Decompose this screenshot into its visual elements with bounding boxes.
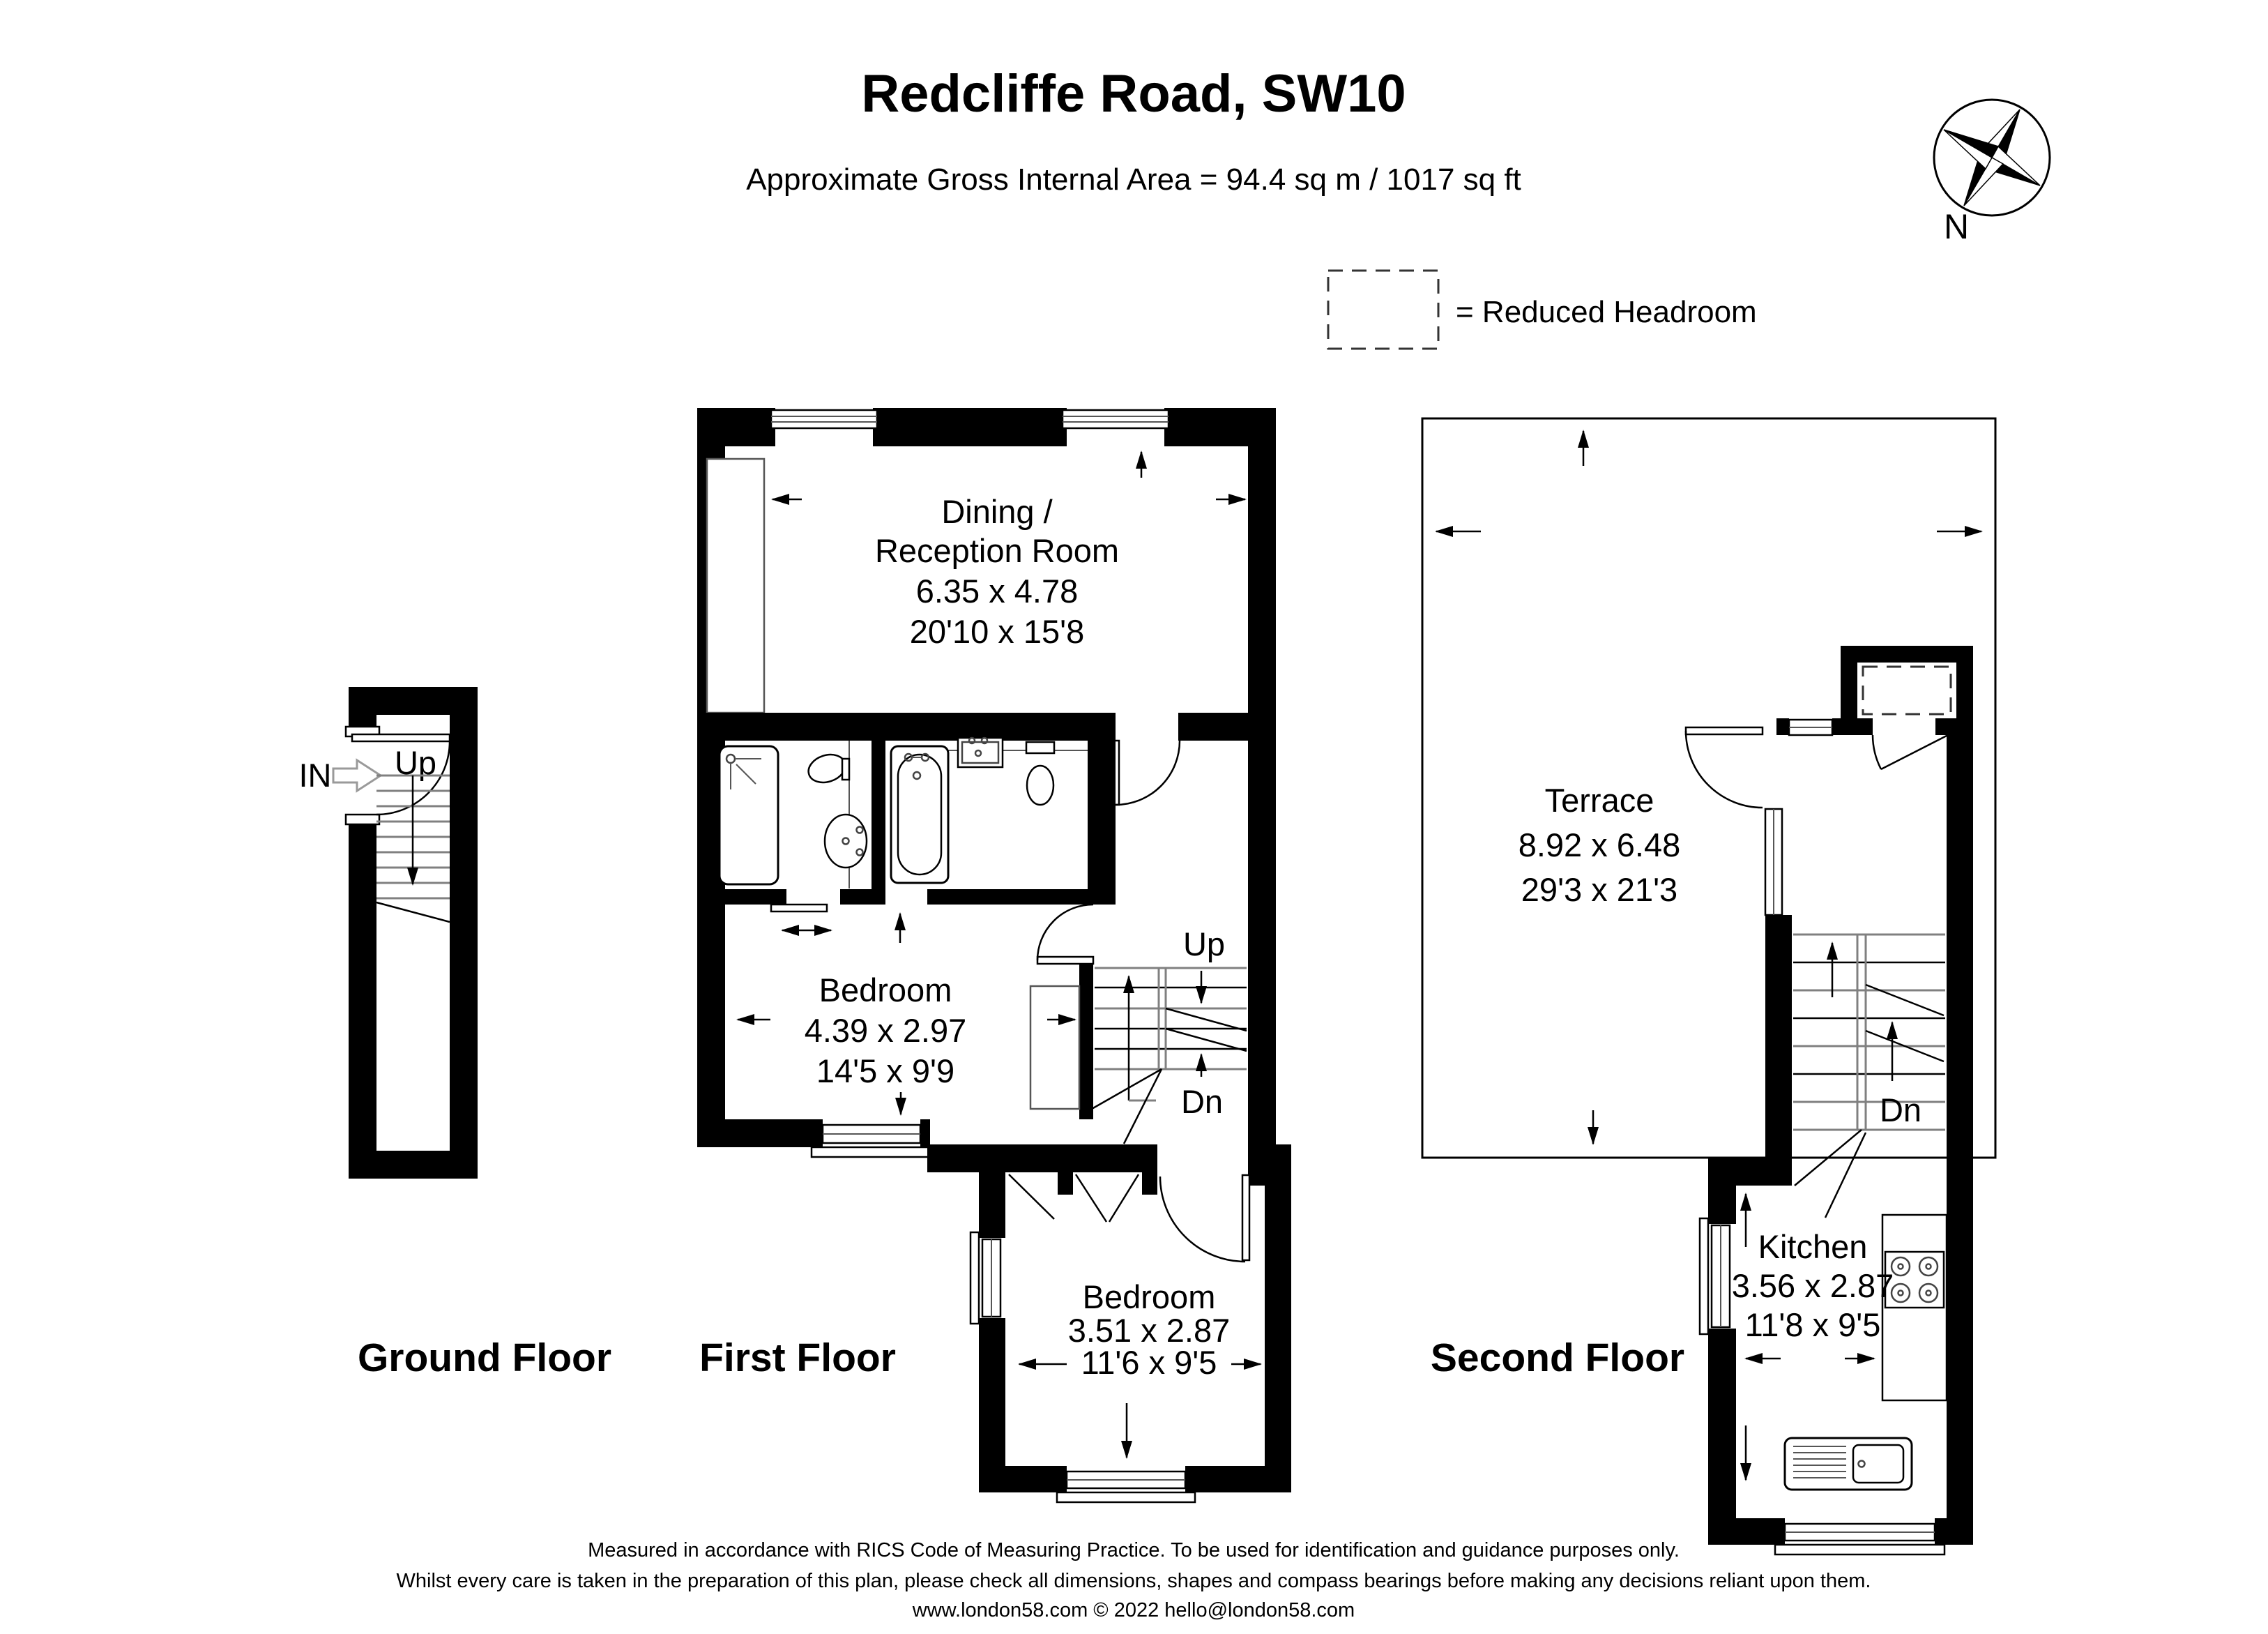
sliding-door-leaf	[770, 903, 828, 913]
ground-stairs	[376, 774, 450, 923]
bedroom2-door-leaf	[1241, 1174, 1251, 1262]
closet-doors	[1008, 1172, 1157, 1223]
footer-line3: www.london58.com © 2022 hello@london58.c…	[912, 1599, 1355, 1621]
terrace-name: Terrace	[1545, 782, 1654, 819]
bedroom2-window	[1056, 1466, 1196, 1504]
dining-window	[757, 408, 891, 446]
footer: Measured in accordance with RICS Code of…	[397, 1539, 1871, 1621]
gross-internal-area: Approximate Gross Internal Area = 94.4 s…	[746, 162, 1521, 197]
shower-icon	[718, 745, 779, 886]
kitchen-metric: 3.56 x 2.87	[1732, 1267, 1894, 1304]
terrace-door-leaf	[1684, 726, 1764, 736]
hall-window	[1764, 808, 1783, 916]
toilet-icon	[1025, 741, 1056, 806]
reduced-headroom-legend: = Reduced Headroom	[1327, 269, 1757, 350]
entry-label: IN	[299, 757, 332, 794]
header: Redcliffe Road, SW10 Approximate Gross I…	[746, 64, 1521, 197]
footer-line2: Whilst every care is taken in the prepar…	[397, 1570, 1871, 1592]
dining-size-metric: 6.35 x 4.78	[916, 573, 1079, 610]
dining-name-line2: Reception Room	[875, 532, 1119, 569]
bedroom-main-metric: 4.39 x 2.97	[805, 1012, 967, 1049]
second-floor-plan: Terrace 8.92 x 6.48 29'3 x 21'3	[1421, 417, 1997, 1556]
bedroom-door-leaf	[1036, 955, 1095, 965]
door-swing	[1871, 734, 1882, 770]
first-stairs-up-label: Up	[1183, 925, 1225, 962]
footer-line1: Measured in accordance with RICS Code of…	[588, 1539, 1680, 1561]
basin-icon	[823, 813, 868, 869]
kitchen-imperial: 11'8 x 9'5	[1745, 1306, 1881, 1343]
terrace-metric: 8.92 x 6.48	[1519, 826, 1681, 863]
first-floor-plan: Dining / Reception Room 6.35 x 4.78 20'1…	[697, 408, 1291, 1504]
north-label: N	[1944, 207, 1969, 246]
floor-labels: Ground Floor First Floor Second Floor	[358, 1336, 1684, 1380]
compass-icon: N	[1933, 98, 2051, 246]
ground-floor-plan: IN Up	[299, 687, 478, 1179]
vanity-sink-icon	[957, 736, 1004, 769]
dining-size-imperial: 20'10 x 15'8	[910, 613, 1085, 650]
bedroom2-imperial: 11'6 x 9'5	[1081, 1344, 1217, 1381]
dining-name-line1: Dining /	[941, 493, 1053, 530]
reduced-headroom-room	[1776, 646, 1973, 771]
entry-door-leaf	[351, 733, 451, 743]
first-floor-label: First Floor	[699, 1336, 896, 1380]
kitchen-window	[1774, 1518, 1946, 1556]
bedroom2-window	[969, 1231, 1005, 1325]
kitchen-name: Kitchen	[1758, 1228, 1868, 1265]
sink-icon	[1783, 1437, 1913, 1491]
door-leaf	[1880, 734, 1949, 771]
bathtub-icon	[890, 745, 950, 884]
first-floor-stairs	[1081, 967, 1247, 1144]
first-stairs-down-label: Dn	[1181, 1083, 1223, 1120]
toilet-icon	[807, 753, 851, 784]
wardrobe	[1029, 985, 1081, 1110]
wall-recess	[706, 457, 766, 714]
bedroom-main-name: Bedroom	[819, 971, 952, 1008]
hob-icon	[1881, 1213, 1948, 1402]
second-stairs-down-label: Dn	[1880, 1091, 1921, 1128]
ground-floor-label: Ground Floor	[358, 1336, 611, 1380]
bedroom2-metric: 3.51 x 2.87	[1068, 1312, 1231, 1349]
bedroom-main-imperial: 14'5 x 9'9	[816, 1052, 954, 1089]
hall-door-swing	[1115, 740, 1181, 806]
terrace-imperial: 29'3 x 21'3	[1521, 871, 1677, 908]
entry-arrow-icon	[332, 758, 383, 793]
kitchen-window	[1698, 1217, 1736, 1336]
bedroom2-door-swing	[1159, 1176, 1246, 1263]
bedroom-window	[810, 1124, 933, 1158]
reduced-headroom-swatch	[1327, 269, 1440, 350]
entry-door-swing	[376, 741, 451, 816]
second-floor-stairs	[1793, 933, 1945, 1218]
dining-window	[1049, 408, 1182, 446]
page-title: Redcliffe Road, SW10	[861, 64, 1406, 123]
bedroom2-name: Bedroom	[1083, 1278, 1216, 1315]
terrace-door-swing	[1684, 730, 1763, 809]
bedroom-door-swing	[1036, 903, 1094, 961]
second-floor-label: Second Floor	[1431, 1336, 1684, 1380]
door-jamb	[344, 813, 381, 826]
legend-label: = Reduced Headroom	[1456, 295, 1757, 329]
